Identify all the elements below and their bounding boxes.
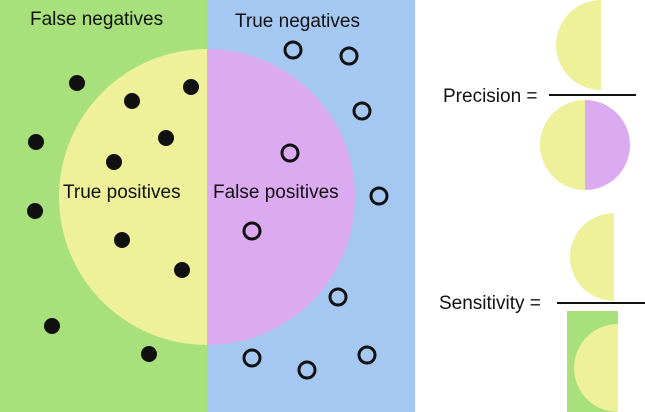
- dot-false-negative: [44, 318, 60, 334]
- dot-true-negative: [339, 46, 359, 66]
- dot-true-negative: [297, 360, 317, 380]
- dot-true-negative: [352, 101, 372, 121]
- irrelevant-dots: [242, 40, 389, 380]
- precision-numerator-half-circle: [556, 0, 601, 90]
- dot-false-positive: [280, 143, 300, 163]
- precision-label: Precision =: [443, 86, 538, 107]
- dot-false-negative: [69, 75, 85, 91]
- dot-false-positive: [242, 221, 262, 241]
- dot-true-positive: [174, 262, 190, 278]
- sensitivity-denominator-half-circle: [574, 324, 618, 412]
- dot-false-negative: [27, 203, 43, 219]
- sensitivity-numerator-half-circle: [570, 213, 614, 301]
- precision-denominator-right-half: [585, 100, 630, 190]
- dot-true-positive: [183, 79, 199, 95]
- relevant-dots: [27, 75, 199, 362]
- dot-true-negative: [283, 40, 303, 60]
- sensitivity-label: Sensitivity =: [439, 293, 541, 314]
- false-positives-half-circle: [207, 49, 355, 345]
- precision-denominator-left-half: [540, 100, 585, 190]
- dot-true-negative: [369, 186, 389, 206]
- dot-true-negative: [242, 348, 262, 368]
- dot-true-positive: [158, 130, 174, 146]
- dot-true-positive: [106, 154, 122, 170]
- sensitivity-formula: Sensitivity =: [439, 213, 645, 412]
- true-positives-half-circle: [59, 49, 207, 345]
- dot-true-positive: [124, 93, 140, 109]
- dot-true-positive: [114, 232, 130, 248]
- true-negatives-label: True negatives: [235, 11, 360, 32]
- dot-true-negative: [357, 345, 377, 365]
- dot-true-negative: [328, 287, 348, 307]
- false-negatives-label: False negatives: [30, 9, 163, 30]
- true-positives-label: True positives: [63, 182, 181, 203]
- precision-formula: Precision =: [443, 0, 636, 190]
- false-positives-label: False positives: [213, 182, 339, 203]
- dot-false-negative: [141, 346, 157, 362]
- dot-false-negative: [28, 134, 44, 150]
